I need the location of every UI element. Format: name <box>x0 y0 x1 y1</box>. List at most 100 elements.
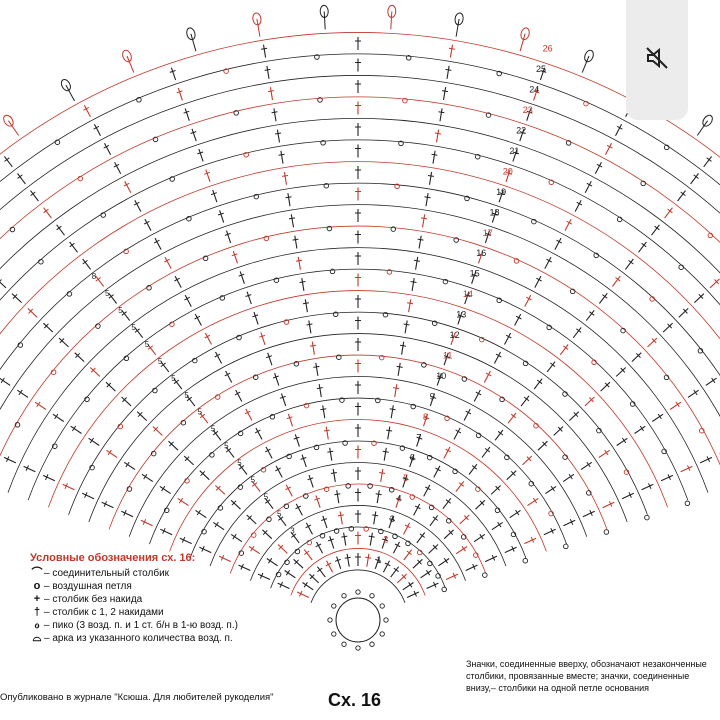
stitch-mark <box>339 511 343 525</box>
chain-stitch <box>475 486 481 492</box>
chain-stitch <box>446 518 452 524</box>
row-number-label: 7 <box>416 432 421 442</box>
stitch-crossbar <box>714 279 720 285</box>
stitch-crossbar <box>396 365 403 368</box>
stitch-crossbar <box>615 277 621 282</box>
stitch-crossbar <box>199 413 206 419</box>
stitch-crossbar <box>457 314 464 318</box>
chain-stitch <box>236 334 242 341</box>
stitch-crossbar <box>375 493 382 496</box>
stitch-crossbar <box>137 411 143 418</box>
stitch-crossbar <box>143 473 148 480</box>
stitch-mark <box>491 521 504 531</box>
stitch-mark <box>121 309 131 321</box>
row-arc <box>0 32 720 158</box>
stitch-mark <box>473 533 486 543</box>
stitch-mark <box>465 564 478 572</box>
stitch-crossbar <box>178 497 184 504</box>
row-arc <box>27 268 689 501</box>
stitch-mark <box>106 449 118 459</box>
chain-stitch <box>382 311 389 318</box>
stitch-mark <box>373 511 377 525</box>
chain-stitch <box>293 361 300 367</box>
chain-stitch <box>169 321 175 327</box>
stitch-crossbar <box>305 524 312 529</box>
stitch-mark <box>634 425 646 434</box>
legend-item: † – столбик с 1, 2 накидами <box>30 606 260 619</box>
stitch-crossbar <box>515 509 520 516</box>
chain-stitch <box>326 225 333 232</box>
stitch-mark <box>396 573 408 584</box>
stitch-mark <box>506 470 517 481</box>
stitch-crossbar <box>285 570 291 576</box>
stitch-crossbar <box>463 515 469 521</box>
stitch-mark <box>436 373 442 386</box>
center-ring <box>335 597 381 643</box>
stitch-crossbar <box>512 151 519 155</box>
stitch-mark <box>519 128 525 142</box>
stitch-crossbar <box>687 465 691 472</box>
stitch-mark <box>450 332 456 345</box>
row-number-label: 8 <box>423 412 428 422</box>
stitch-mark <box>262 44 267 58</box>
stitch-crossbar <box>698 293 704 299</box>
arch-count-label: 5 <box>145 340 150 349</box>
stitch-crossbar <box>327 538 334 542</box>
picot <box>3 114 14 127</box>
stitch-crossbar <box>417 559 422 565</box>
legend-item-text: – столбик без накида <box>44 594 143 605</box>
stitch-mark <box>141 473 154 483</box>
stitch-crossbar <box>395 497 402 501</box>
stitch-crossbar <box>245 294 252 297</box>
arch-count-label: 5 <box>264 492 269 501</box>
chain-stitch <box>260 467 267 473</box>
chain-stitch <box>243 151 249 158</box>
stitch-mark <box>290 532 300 544</box>
arch-count-label: 5 <box>224 442 229 451</box>
stitch-crossbar <box>184 296 191 301</box>
row-number-label: 1 <box>377 555 382 565</box>
stitch-mark <box>677 190 686 202</box>
stitch-crossbar <box>402 477 409 481</box>
stitch-crossbar <box>401 574 407 580</box>
picot-stem <box>455 18 460 37</box>
picot-stem <box>696 120 709 136</box>
stitch-crossbar <box>5 456 10 463</box>
chain-stitch <box>136 97 142 103</box>
chain-stitch <box>363 526 369 532</box>
chain-stitch <box>474 153 481 160</box>
stitch-mark <box>647 337 658 348</box>
stitch-crossbar <box>621 437 627 444</box>
chain-stitch <box>237 430 244 437</box>
stitch-mark <box>245 408 253 421</box>
stitch-mark <box>280 393 287 407</box>
stitch-crossbar <box>434 132 441 135</box>
stitch-mark <box>545 485 557 495</box>
stitch-mark <box>539 67 546 81</box>
stitch-crossbar <box>240 563 244 570</box>
stitch-crossbar <box>499 192 506 196</box>
chain-stitch <box>345 483 351 489</box>
stitch-mark <box>336 490 340 504</box>
stitch-mark <box>186 395 196 407</box>
stitch-crossbar <box>210 192 217 196</box>
stitch-mark <box>273 108 277 122</box>
stitch-mark <box>191 128 197 142</box>
stitch-mark <box>265 446 273 459</box>
stitch-crossbar <box>542 441 547 447</box>
chain-stitch <box>496 297 502 304</box>
stitch-mark <box>705 377 717 386</box>
stitch-mark <box>225 230 232 244</box>
stitch-crossbar <box>252 314 259 318</box>
chain-stitch <box>95 323 101 329</box>
row-number-label: 18 <box>490 207 500 217</box>
stitch-mark <box>322 515 328 529</box>
chain-stitch <box>201 528 207 535</box>
chain-stitch <box>52 443 58 449</box>
stitch-mark <box>392 541 400 554</box>
stitch-crossbar <box>616 125 623 130</box>
chain-stitch <box>369 593 375 599</box>
stitch-mark <box>694 293 705 304</box>
stitch-crossbar <box>293 436 300 440</box>
mute-button[interactable] <box>626 0 688 120</box>
